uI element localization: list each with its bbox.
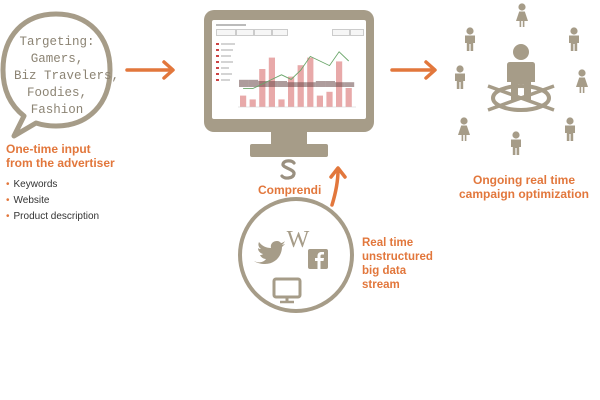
bubble-line: Gamers, xyxy=(30,52,84,66)
arrow-up-to-engine-icon xyxy=(329,166,347,207)
mini-overlay-band xyxy=(239,79,249,87)
mini-bar xyxy=(240,95,247,107)
mini-overlay-band xyxy=(306,82,316,87)
stream-line2: unstructured xyxy=(362,251,433,263)
person-woman-icon xyxy=(576,69,588,93)
engine-label: Comprendi xyxy=(258,183,322,197)
person-woman-icon xyxy=(516,3,528,27)
mini-overlay-band xyxy=(315,81,326,87)
data-sources-circle: W xyxy=(238,197,354,313)
mini-overlay-band xyxy=(296,82,307,87)
central-target-icon xyxy=(487,84,555,112)
mini-overlay-band xyxy=(335,82,345,87)
dashboard-screen xyxy=(212,20,366,119)
bullet-website: Website xyxy=(6,193,99,209)
dashboard-title-bar xyxy=(216,23,246,26)
stream-line1: Real time xyxy=(362,237,414,249)
bubble-line: Fashion xyxy=(30,103,84,117)
bubble-line: Targeting: xyxy=(19,35,95,49)
optimization-label: Ongoing real time campaign optimization xyxy=(454,173,594,201)
mini-overlay-band xyxy=(248,79,259,87)
mini-bar xyxy=(278,99,285,107)
stream-line3: big data xyxy=(362,265,407,277)
mini-bar xyxy=(326,91,333,107)
mini-overlay-band xyxy=(277,81,287,87)
mini-overlay-band xyxy=(287,82,297,87)
targeting-text: Targeting: Gamers, Biz Travelers, Foodie… xyxy=(14,34,120,119)
advertiser-title-line2: from the advertiser xyxy=(6,156,115,170)
person-woman-icon xyxy=(458,117,470,141)
mini-line-series xyxy=(243,51,350,90)
advertiser-bullet-list: Keywords Website Product description xyxy=(6,177,100,225)
advertiser-title-line1: One-time input xyxy=(6,142,91,156)
bubble-line: Biz Travelers, xyxy=(14,69,120,83)
bullet-product-description: Product description xyxy=(6,209,100,225)
twitter-icon xyxy=(254,241,285,264)
mini-overlay-band xyxy=(344,82,355,87)
mini-bar xyxy=(345,88,352,107)
person-man-icon xyxy=(565,117,575,141)
optimization-line2: campaign optimization xyxy=(458,187,589,201)
person-man-icon xyxy=(569,27,579,51)
person-man-icon xyxy=(511,131,521,155)
monitor-stand-neck xyxy=(271,131,307,145)
stream-line4: stream xyxy=(362,279,400,291)
mini-bar xyxy=(316,95,323,107)
facebook-icon xyxy=(308,249,328,269)
person-man-icon xyxy=(465,27,475,51)
optimization-line1: Ongoing real time xyxy=(472,173,575,187)
arrow-to-audience-icon xyxy=(390,60,437,80)
mini-legend xyxy=(216,43,235,81)
bubble-line: Foodies, xyxy=(26,86,87,100)
person-man-icon xyxy=(455,65,465,89)
dashboard-mini-chart xyxy=(216,43,356,108)
mini-bar xyxy=(259,69,266,107)
mini-overlay-band xyxy=(325,81,335,87)
tv-icon xyxy=(272,277,302,304)
svg-text:W: W xyxy=(287,227,310,253)
mini-bar xyxy=(249,99,256,107)
audience-group xyxy=(455,3,588,155)
advertiser-input-title: One-time input from the advertiser xyxy=(6,142,146,170)
data-stream-label: Real time unstructured big data stream xyxy=(362,236,452,292)
targeting-speech-bubble xyxy=(0,11,113,139)
mini-overlay-band xyxy=(267,81,278,87)
mini-bar xyxy=(288,76,295,107)
comprendi-logo-icon xyxy=(280,159,296,180)
dashboard-toolbar xyxy=(216,29,364,36)
bullet-keywords: Keywords xyxy=(6,177,99,193)
arrow-to-monitor-icon xyxy=(125,60,175,80)
monitor-stand-base xyxy=(250,144,328,157)
central-person-icon xyxy=(507,44,535,100)
wikipedia-icon: W xyxy=(287,227,310,253)
